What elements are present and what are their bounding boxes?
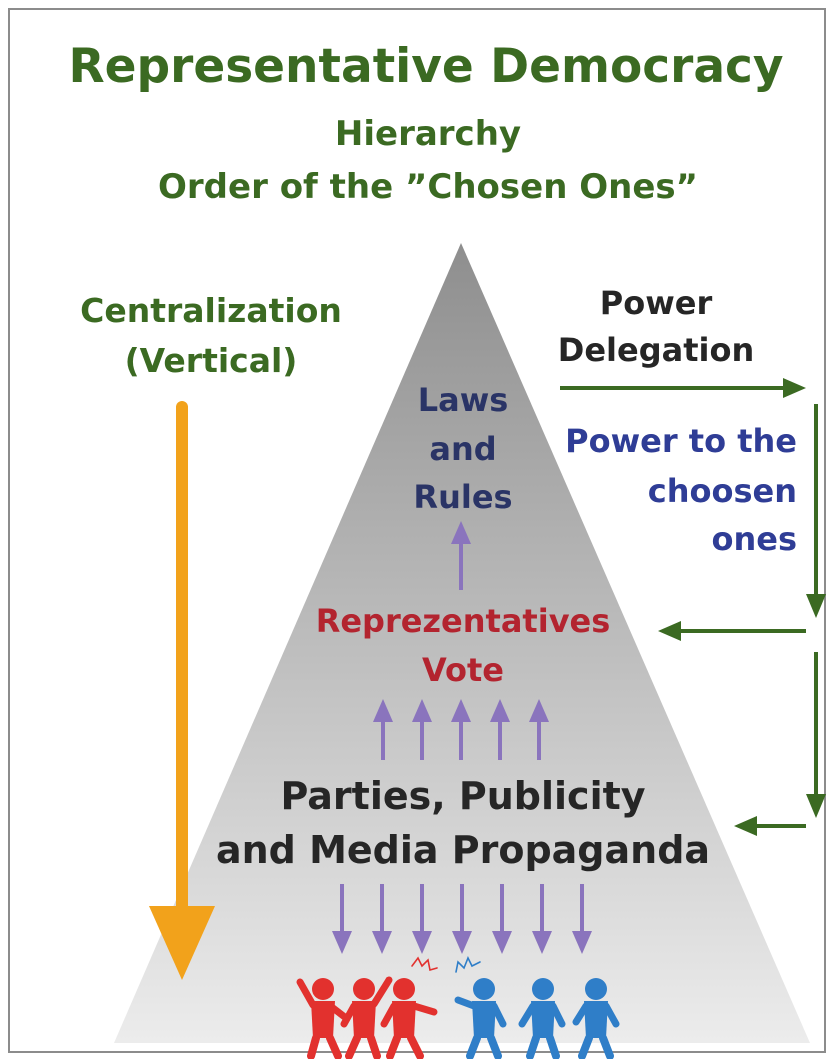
parties-publicity-label: Parties, Publicity — [280, 774, 645, 818]
up-arrow-icon — [490, 699, 510, 760]
up-arrow-icon — [451, 699, 471, 760]
representatives-label: Reprezentatives — [316, 602, 611, 640]
vote-up-arrows — [373, 699, 549, 760]
up-arrow-icon — [529, 699, 549, 760]
vote-label: Vote — [422, 651, 504, 689]
person-red-3 — [380, 978, 438, 1059]
person-blue-1 — [454, 978, 507, 1059]
person-red-2 — [340, 976, 393, 1059]
person-blue-3 — [572, 978, 620, 1059]
people-red-icon — [296, 956, 438, 1059]
person-red-1 — [296, 978, 350, 1059]
choosen-label: choosen — [648, 472, 797, 510]
down-arrow-icon — [452, 884, 472, 954]
centralization-arrow — [149, 401, 215, 980]
spark-red-icon — [411, 956, 438, 972]
down-arrow-icon — [572, 884, 592, 954]
down-arrow-icon — [492, 884, 512, 954]
ones-label: ones — [711, 520, 797, 558]
down-arrow-icon — [532, 884, 552, 954]
person-blue-2 — [518, 978, 566, 1059]
delegation-label: Delegation — [558, 331, 754, 369]
spark-blue-icon — [455, 956, 481, 973]
down-arrow-icon — [412, 884, 432, 954]
media-propaganda-label: and Media Propaganda — [216, 828, 710, 872]
up-arrow-icon — [451, 521, 471, 590]
delegation-arrows — [560, 378, 826, 836]
people-blue-icon — [454, 956, 620, 1059]
power-label: Power — [600, 284, 713, 322]
subtitle-chosen-ones: Order of the ”Chosen Ones” — [158, 167, 698, 207]
propaganda-down-arrows — [332, 884, 592, 954]
subtitle-hierarchy: Hierarchy — [335, 114, 521, 154]
up-arrow-icon — [373, 699, 393, 760]
down-arrow-icon — [332, 884, 352, 954]
pyramid-shape — [114, 243, 810, 1043]
page-title: Representative Democracy — [68, 39, 783, 94]
rules-label: Rules — [413, 478, 512, 516]
up-arrow-icon — [412, 699, 432, 760]
down-arrow-icon — [372, 884, 392, 954]
and-label: and — [429, 430, 496, 468]
laws-label: Laws — [418, 381, 509, 419]
centralization-label: Centralization — [80, 291, 342, 330]
vertical-label: (Vertical) — [125, 341, 298, 380]
power-to-the-label: Power to the — [565, 422, 797, 460]
